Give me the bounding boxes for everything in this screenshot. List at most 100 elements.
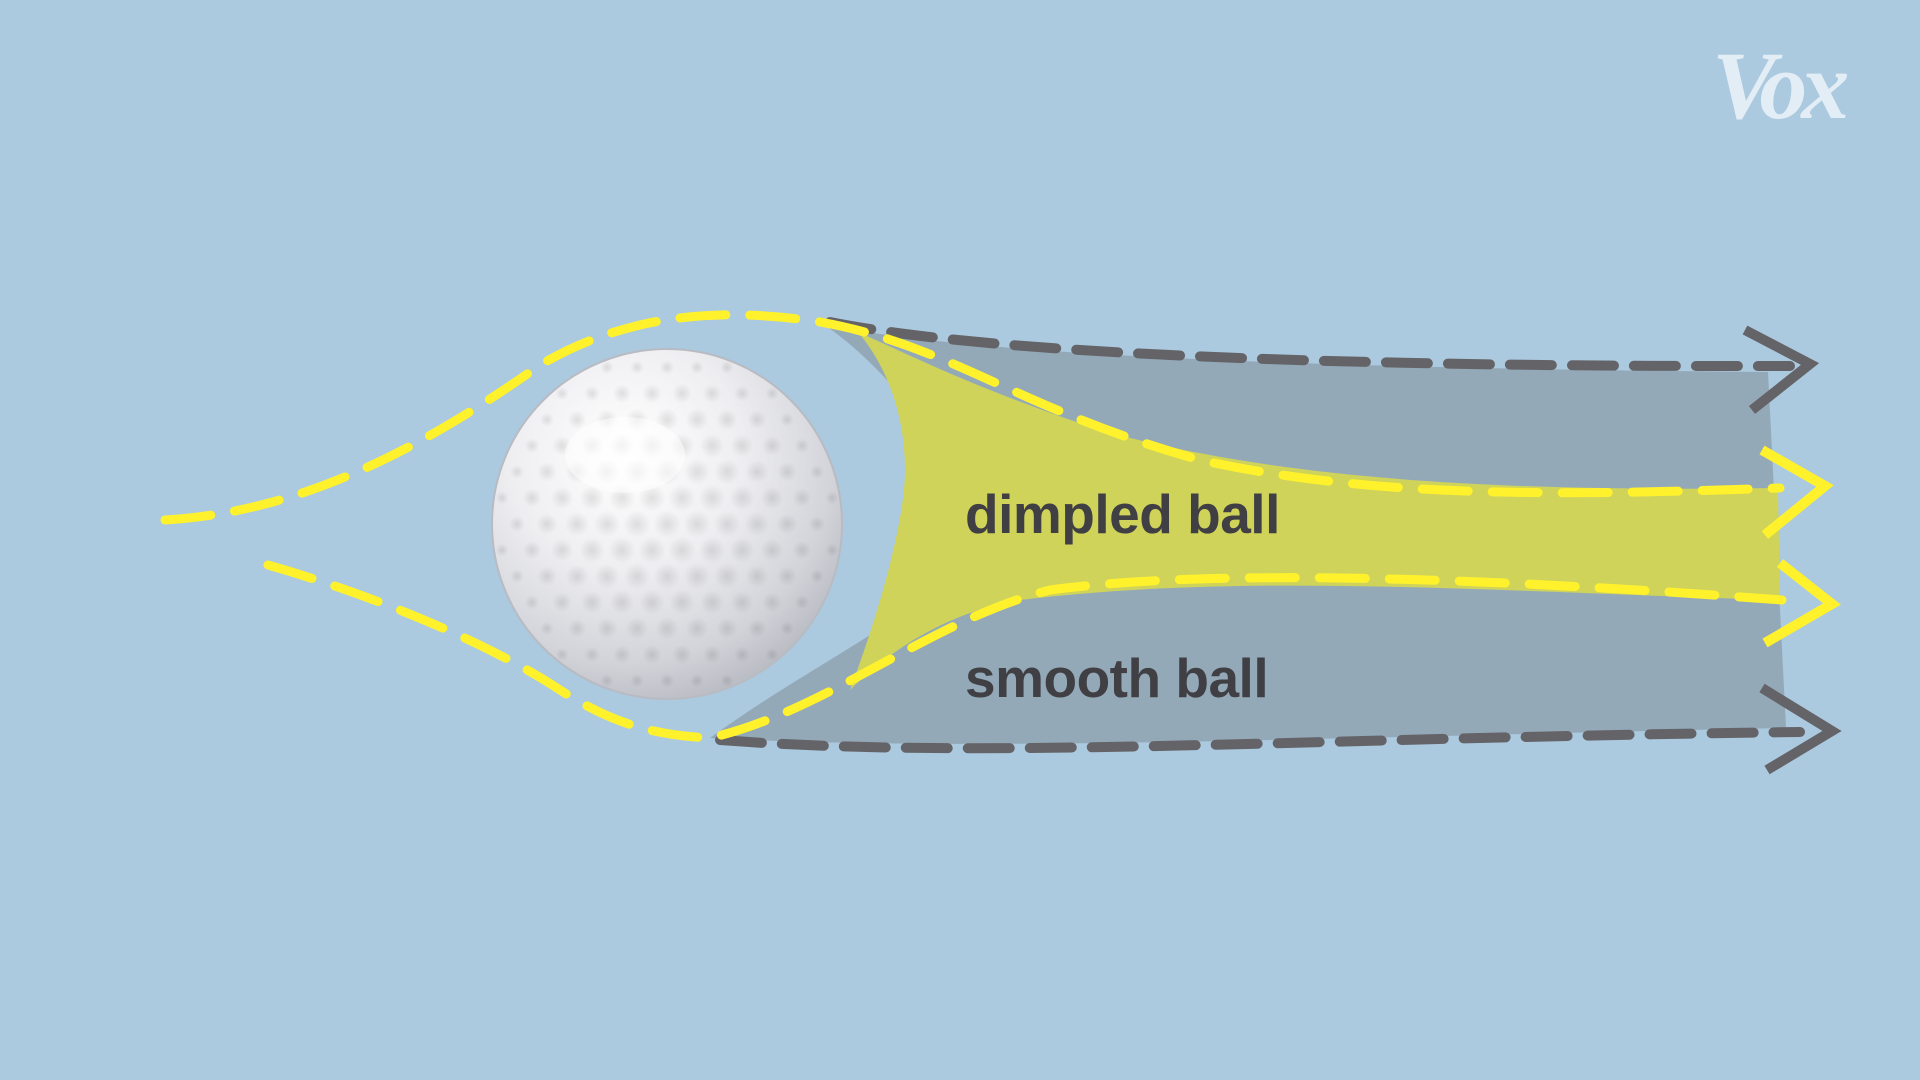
ball-dimple (825, 543, 839, 557)
ball-dimple (776, 513, 798, 535)
arrowhead-icon (1742, 325, 1820, 414)
ball-dimple (672, 644, 692, 665)
ball-dimple (745, 460, 769, 484)
ball-dimple (593, 510, 621, 538)
ball-dimple (720, 360, 734, 375)
ball-dimple (550, 538, 574, 562)
ball-dimple (777, 566, 797, 587)
ball-dimple (653, 510, 681, 538)
ball-dimple (642, 644, 662, 665)
ball-dimple (625, 616, 649, 640)
ball-dimple (809, 569, 825, 584)
ball-dimple (659, 360, 675, 375)
ball-dimple (564, 511, 590, 537)
ball-dimple (690, 673, 704, 688)
ball-dimple (594, 563, 620, 589)
ball-dimple (638, 484, 666, 512)
ball-dimple (702, 645, 722, 664)
ball-dimple (733, 385, 751, 402)
ball-dimple (733, 646, 751, 663)
ball-dimple (623, 562, 651, 590)
ball-dimple (536, 513, 558, 535)
ball-dimple (729, 485, 755, 511)
ball-dimple (745, 564, 769, 588)
ball-dimple (669, 589, 695, 615)
ball-dimple (762, 592, 782, 613)
ball-dimple (508, 515, 526, 533)
ball-dimple (699, 433, 725, 458)
ball-dimple (747, 410, 767, 429)
ball-dimple (642, 383, 662, 404)
ball-dimple (555, 647, 569, 662)
arrowhead-icon (1759, 445, 1834, 539)
ball-dimple (698, 484, 726, 512)
ball-dimple (552, 592, 572, 613)
ball-dimple (600, 360, 614, 375)
ball-dimple (760, 538, 784, 562)
dimpled-flow-line-lower (263, 560, 1787, 743)
ball-dimple (608, 536, 636, 564)
ball-dimple (765, 386, 779, 401)
vox-logo: Vox (1712, 32, 1847, 139)
ball-dimple (509, 569, 525, 584)
ball-dimple (730, 590, 754, 614)
ball-dimple (714, 459, 740, 485)
ball-dimple (612, 384, 632, 403)
ball-dimple (702, 384, 722, 403)
ball-dimple (825, 491, 839, 505)
ball-dimple (495, 543, 509, 557)
ball-dimple (720, 673, 734, 688)
ball-dimple (713, 510, 741, 538)
ball-dimple (639, 589, 665, 615)
ball-dimple (685, 616, 709, 640)
ball-dimple (659, 673, 675, 688)
ball-dimple (809, 464, 825, 479)
ball-dimple (583, 646, 601, 663)
ball-dimple (537, 461, 557, 482)
ball-dimple (744, 511, 770, 537)
ball-dimple (565, 564, 589, 588)
ball-dimple (794, 438, 810, 454)
ball-dimple (638, 536, 666, 564)
ball-dimple (579, 537, 605, 563)
ball-dimple (524, 594, 540, 610)
ball-dimple (808, 515, 826, 533)
ball-dimple (567, 410, 587, 429)
ball-dimple (699, 590, 725, 615)
ball-dimple (630, 673, 644, 688)
ball-dimple (779, 621, 795, 636)
ball-dimple (729, 537, 755, 563)
ball-dimple (539, 621, 555, 636)
ball-dimple (716, 617, 738, 640)
ball-dimple (794, 594, 810, 610)
ball-dimple (765, 647, 779, 662)
ball-dimple (683, 458, 711, 486)
ball-dimple (698, 536, 726, 564)
ball-dimple (522, 488, 542, 508)
ball-dimple (580, 590, 604, 614)
ball-dimple (668, 484, 696, 512)
ball-dimple (777, 461, 797, 482)
dimpled-wake-region (850, 332, 1780, 690)
dimpled-flow-line-upper (160, 310, 1785, 525)
ball-dimple (612, 645, 632, 664)
ball-dimple (550, 486, 574, 510)
smooth-flow-line-bottom (715, 727, 1805, 754)
ball-dimple (509, 464, 525, 479)
ball-dimple (683, 510, 711, 538)
ball-dimple (792, 540, 812, 560)
ball-dimple (779, 412, 795, 427)
ball-dimple (683, 562, 711, 590)
ball-dimple (522, 540, 542, 560)
arrowhead-icon (1762, 559, 1841, 648)
ball-dimple (567, 619, 587, 638)
ball-dimple (760, 486, 784, 510)
ball-dimple (655, 616, 679, 641)
ball-dimple (653, 562, 681, 590)
ball-dimple (690, 360, 704, 375)
smooth-ball-label: smooth ball (965, 647, 1268, 709)
ball-dimple (537, 566, 557, 587)
ball-dimple (623, 510, 651, 538)
